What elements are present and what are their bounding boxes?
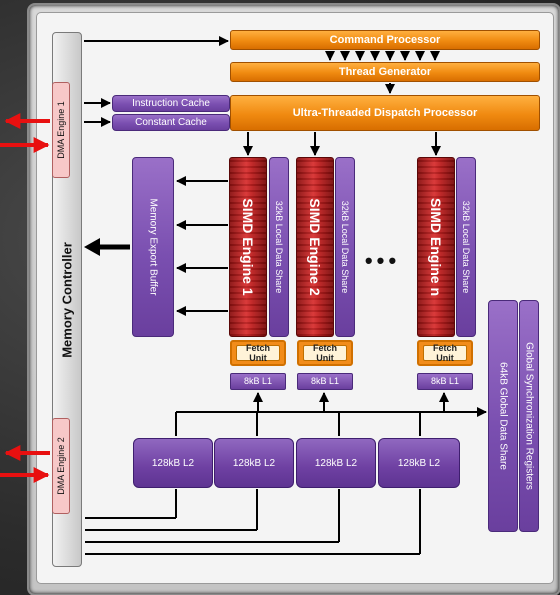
export-arrow-head (84, 238, 100, 256)
l1-cache-2-label: 8kB L1 (310, 376, 340, 386)
thread-generator: Thread Generator (230, 62, 540, 82)
command-processor: Command Processor (230, 30, 540, 50)
local-data-share-2: 32kB Local Data Share (335, 157, 355, 337)
l1-cache-2: 8kB L1 (297, 373, 353, 390)
l1-cache-1-label: 8kB L1 (243, 376, 273, 386)
fetch-unit-1-label: Fetch Unit (236, 343, 280, 363)
l2-cache-1-label: 128kB L2 (151, 457, 195, 469)
l2-cache-4-label: 128kB L2 (397, 457, 441, 469)
l2-cache-3: 128kB L2 (296, 438, 376, 488)
instruction-cache: Instruction Cache (112, 95, 230, 112)
dispatch-processor: Ultra-Threaded Dispatch Processor (230, 95, 540, 131)
memory-export-buffer: Memory Export Buffer (132, 157, 174, 337)
l2-cache-2: 128kB L2 (214, 438, 294, 488)
more-engines-ellipsis: • • • (364, 248, 396, 273)
dma-engine-2: DMA Engine 2 (52, 418, 70, 514)
fetch-unit-1: Fetch Unit (230, 340, 286, 366)
l2-cache-2-label: 128kB L2 (232, 457, 276, 469)
l1-cache-n-label: 8kB L1 (430, 376, 460, 386)
l2-cache-3-label: 128kB L2 (314, 457, 358, 469)
global-data-share: 64kB Global Data Share (488, 300, 518, 532)
constant-cache: Constant Cache (112, 114, 230, 131)
dispatch-processor-label: Ultra-Threaded Dispatch Processor (292, 107, 478, 119)
local-data-share-1: 32kB Local Data Share (269, 157, 289, 337)
simd-engine-2: SIMD Engine 2 (296, 157, 334, 337)
dma-engine-1: DMA Engine 1 (52, 82, 70, 178)
fetch-unit-n-label: Fetch Unit (423, 343, 467, 363)
simd-engine-n: SIMD Engine n (417, 157, 455, 337)
thread-generator-label: Thread Generator (338, 66, 432, 78)
global-sync-registers: Global Synchronization Registers (519, 300, 539, 532)
fetch-unit-2-label: Fetch Unit (303, 343, 347, 363)
l2-cache-4: 128kB L2 (378, 438, 460, 488)
fetch-unit-n: Fetch Unit (417, 340, 473, 366)
constant-cache-label: Constant Cache (135, 117, 207, 128)
l1-cache-1: 8kB L1 (230, 373, 286, 390)
fetch-unit-2: Fetch Unit (297, 340, 353, 366)
instruction-cache-label: Instruction Cache (132, 98, 210, 109)
l1-cache-n: 8kB L1 (417, 373, 473, 390)
l2-cache-1: 128kB L2 (133, 438, 213, 488)
local-data-share-n: 32kB Local Data Share (456, 157, 476, 337)
command-processor-label: Command Processor (329, 34, 441, 46)
simd-engine-1: SIMD Engine 1 (229, 157, 267, 337)
